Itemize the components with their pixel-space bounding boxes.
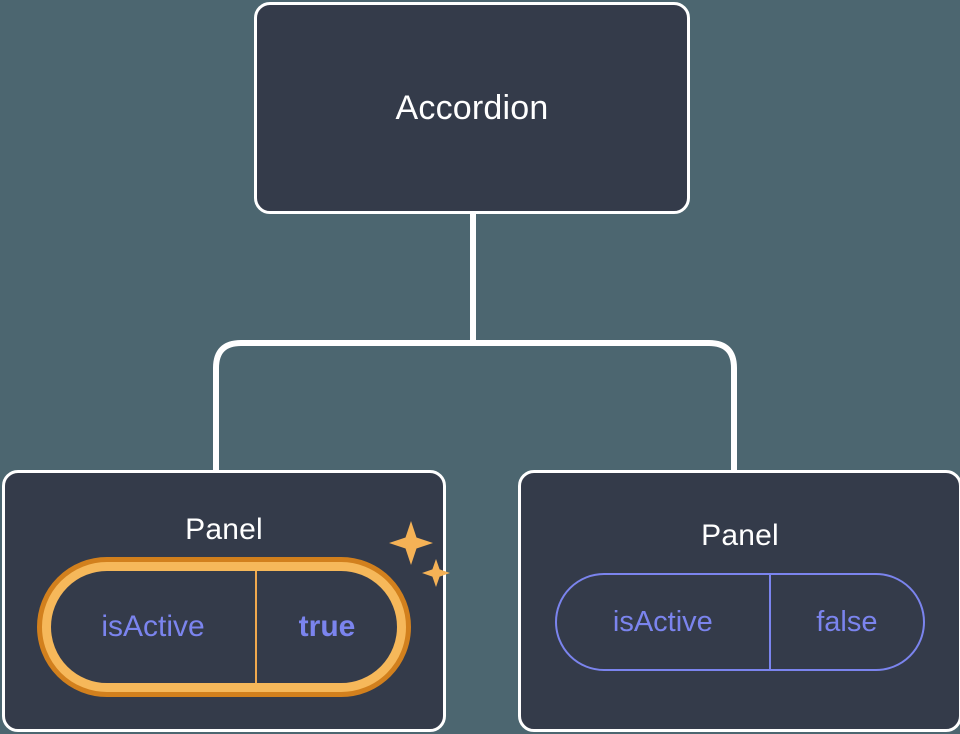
- prop-badge-highlight-ring: [37, 557, 411, 697]
- prop-badge-isactive-false[interactable]: isActive false: [555, 573, 925, 671]
- node-panel-active[interactable]: Panel isActive true: [2, 470, 450, 732]
- prop-badge-normal-wrap: isActive false: [555, 573, 925, 671]
- prop-key-label: isActive: [612, 605, 713, 638]
- node-accordion[interactable]: Accordion: [254, 2, 690, 214]
- node-panel-inactive-title: Panel: [701, 519, 779, 552]
- sparkle-small-icon: [422, 559, 450, 587]
- node-accordion-title: Accordion: [395, 89, 549, 127]
- prop-badge-highlighted-wrap: isActive true: [37, 521, 450, 697]
- node-panel-inactive[interactable]: Panel isActive false: [518, 470, 960, 732]
- prop-key-label: isActive: [101, 610, 205, 643]
- prop-badge-isactive-true[interactable]: isActive true: [42, 562, 406, 692]
- sparkle-group: [389, 521, 450, 587]
- prop-value-label: false: [768, 575, 923, 669]
- sparkle-large-icon: [389, 521, 433, 565]
- node-panel-active-title: Panel: [185, 513, 263, 546]
- edge-children-bus: [213, 340, 737, 470]
- prop-value-label: true: [255, 571, 397, 683]
